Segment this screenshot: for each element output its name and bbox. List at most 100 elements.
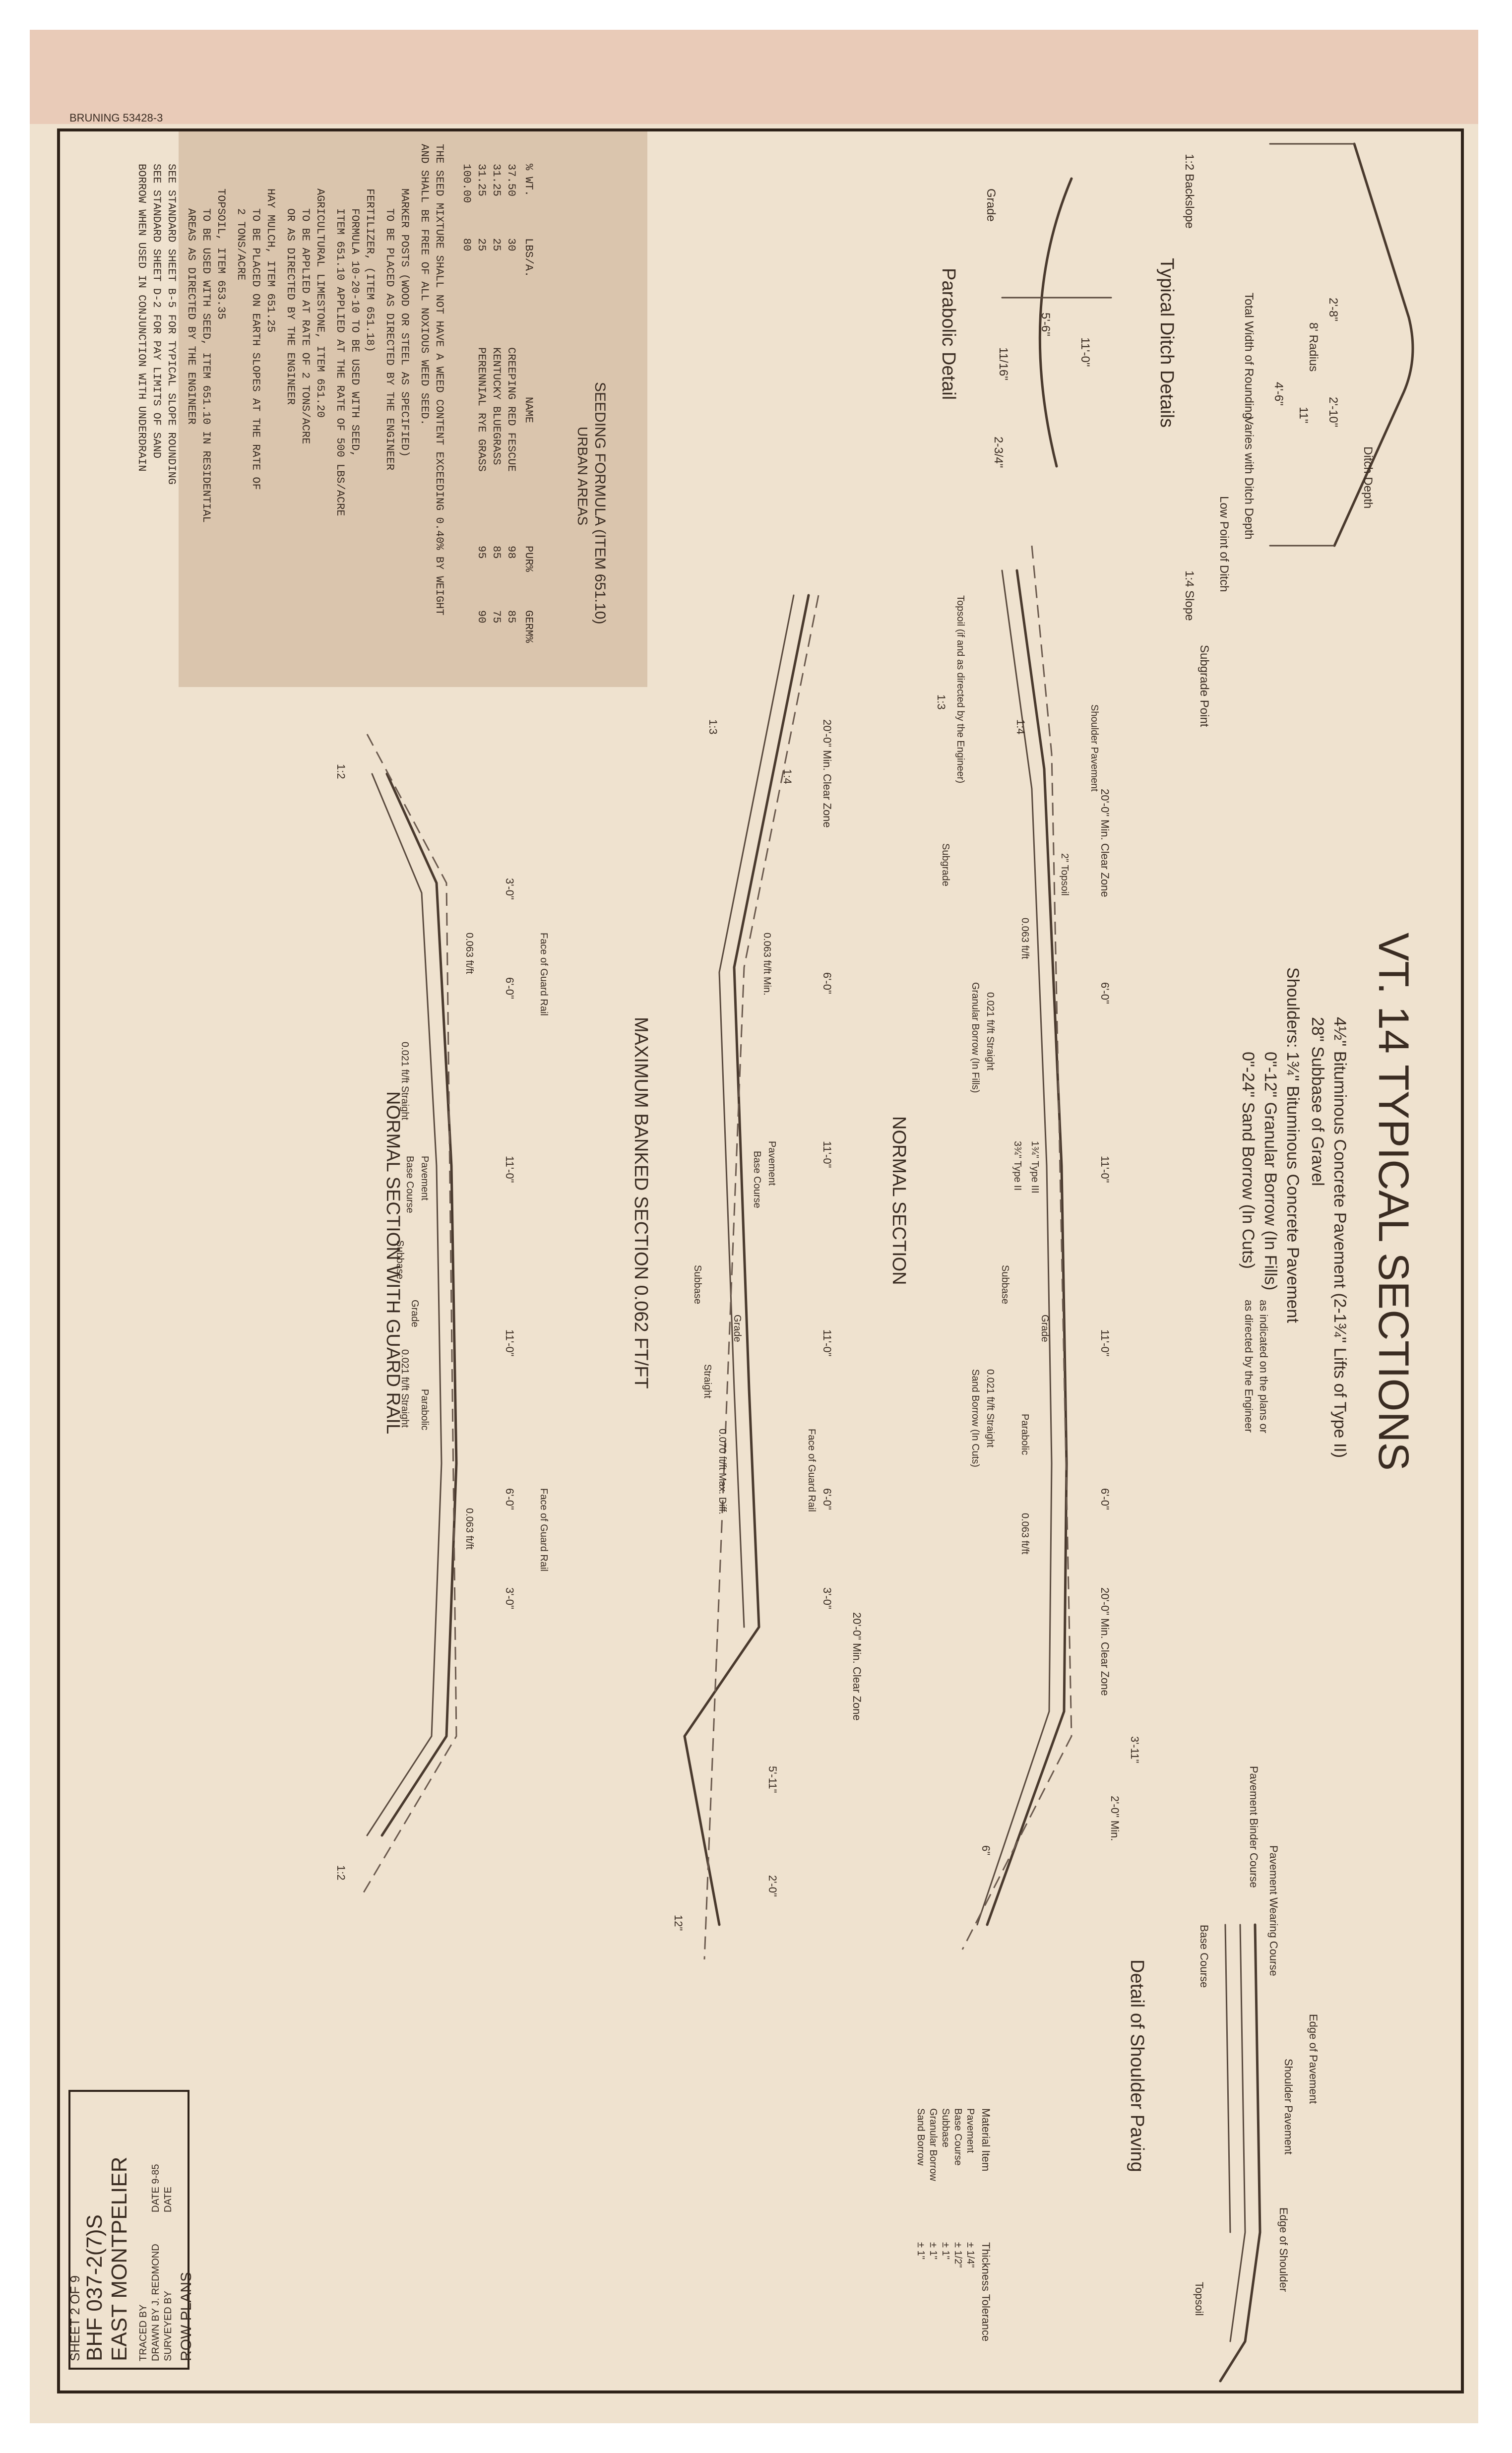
seed-col-2: NAME — [522, 397, 535, 423]
ditch-label-5: 2'-8" — [1326, 298, 1340, 321]
banked-label-16: 1:3 — [707, 719, 719, 735]
normal-label-15: Subbase — [1000, 1265, 1010, 1304]
parabolic-detail: Parabolic Detail — [938, 177, 1112, 468]
seed-note-2: MARKER POSTS (WOOD OR STEEL AS SPECIFIED… — [398, 189, 411, 457]
normal-label-3: 11'-0" — [1099, 1329, 1111, 1356]
banked-label-4: 6'-0" — [821, 1488, 833, 1510]
gr-label-14: Subbase — [394, 1240, 405, 1279]
banked-label-13: Grade — [732, 1315, 743, 1342]
banked-label-12: Subbase — [692, 1265, 703, 1304]
banked-section-title: MAXIMUM BANKED SECTION 0.062 FT/FT — [630, 1017, 651, 1389]
banked-label-7: 0.063 ft/ft Min. — [761, 933, 772, 996]
seed-note-6: ITEM 651.10 APPLIED AT THE RATE OF 500 L… — [334, 208, 346, 516]
gr-label-16: Parabolic — [419, 1389, 430, 1430]
seed-row-3-1: 80 — [460, 238, 473, 251]
sp-label-2: Base Course — [1198, 1925, 1210, 1988]
seed-row-2-0: 31.25 — [475, 164, 488, 196]
normal-label-18: 1¾" Type III — [1029, 1141, 1040, 1194]
seed-row-2-4: 90 — [475, 610, 488, 623]
title-block-surveyed: SURVEYED BY — [163, 2291, 174, 2361]
shoulders-line-1: 1¾" Bituminous Concrete Pavement — [1283, 1052, 1302, 1323]
seed-row-0-4: 85 — [505, 610, 517, 623]
banked-label-6: 20'-0" Min. Clear Zone — [851, 1612, 863, 1721]
seed-row-3-0: 100.00 — [460, 164, 473, 203]
seed-col-3: PUR% — [522, 546, 535, 572]
gr-label-9: 0.021 ft/ft Straight — [399, 1042, 410, 1120]
sp-label-0: Pavement Wearing Course — [1267, 1845, 1280, 1976]
seed-row-0-1: 30 — [505, 238, 517, 251]
seed-row-2-3: 95 — [475, 546, 488, 559]
normal-label-25: 6" — [980, 1845, 992, 1855]
normal-label-1: 6'-0" — [1099, 982, 1111, 1004]
gr-label-18: 1:2 — [335, 1865, 347, 1881]
parabolic-label-2: 5'-6" — [1039, 313, 1052, 336]
sp-label-1: Pavement Binder Course — [1248, 1766, 1260, 1888]
title-block — [68, 2090, 189, 2370]
main-title: VT. 14 TYPICAL SECTIONS — [1370, 933, 1417, 1471]
gr-label-1: 6'-0" — [504, 977, 516, 999]
seed-col-1: LBS/A. — [522, 238, 535, 277]
gr-label-10: 0.021 ft/ft Straight — [399, 1349, 410, 1428]
banked-label-1: 6'-0" — [821, 972, 833, 994]
parabolic-label-3: 11/16" — [997, 347, 1010, 380]
paper-top-edge — [30, 30, 1478, 124]
shoulder-paving-detail: Detail of Shoulder Paving — [1127, 1923, 1261, 2383]
seeding-subtitle: URBAN AREAS — [575, 427, 590, 525]
banked-label-15: 1:4 — [781, 769, 794, 784]
seeding-box — [179, 131, 647, 687]
title-block-traced: TRACED BY — [138, 2305, 149, 2361]
gr-label-13: Base Course — [404, 1156, 415, 1213]
seed-note-1: AND SHALL BE FREE OF ALL NOXIOUS WEED SE… — [418, 144, 431, 426]
ditch-label-7: 1:4 Slope — [1183, 570, 1196, 621]
gr-label-6: Face of Guard Rail — [538, 933, 549, 1016]
ditch-label-4: 4'-6" — [1272, 382, 1285, 406]
gr-label-0: 3'-0" — [504, 878, 516, 900]
sp-tol-3-a: Granular Borrow — [928, 2108, 939, 2181]
seed-row-1-1: 25 — [490, 238, 503, 251]
shoulders-note-2: as directed by the Engineer — [1243, 1300, 1255, 1433]
sp-tol-2-b: ± 1" — [940, 2242, 951, 2260]
normal-label-9: 0.063 ft/ft — [1019, 1513, 1030, 1555]
normal-label-13: 2" Topsoil — [1059, 853, 1070, 896]
normal-label-2: 11'-0" — [1099, 1156, 1111, 1183]
seed-note-9: OR AS DIRECTED BY THE ENGINEER — [284, 208, 297, 405]
ditch-label-11: Subgrade Point — [1197, 645, 1211, 727]
ditch-label-0: Varies with Ditch Depth — [1242, 417, 1256, 540]
shoulders-line-2: 0"-12" Granular Borrow (In Fills) — [1261, 1052, 1280, 1290]
ditch-label-8: 11" — [1297, 407, 1310, 423]
seed-note-8: TO BE APPLIED AT RATE OF 2 TONS/ACRE — [299, 208, 312, 444]
banked-label-19: 12" — [672, 1915, 685, 1931]
gr-label-2: 11'-0" — [504, 1156, 516, 1183]
banked-label-3: 11'-0" — [821, 1329, 833, 1356]
normal-label-16: Grade — [1039, 1315, 1050, 1342]
normal-label-24: 2'-0" Min. — [1109, 1796, 1121, 1841]
normal-label-6: 0.063 ft/ft — [1019, 918, 1030, 959]
seeding-title: SEEDING FORMULA (ITEM 651.10) — [592, 382, 608, 624]
sp-tol-4-a: Sand Borrow — [915, 2108, 926, 2166]
ditch-label-1: Total Width of Rounding — [1242, 293, 1256, 419]
normal-label-14: Subgrade — [940, 843, 951, 886]
sp-label-4: Shoulder Pavement — [1282, 2059, 1295, 2154]
sp-tol-header-1: Thickness Tolerance — [980, 2242, 992, 2341]
banked-label-17: 5'-11" — [766, 1766, 779, 1793]
seed-note-17: SEE STANDARD SHEET D-2 FOR PAY LIMITS OF… — [150, 164, 163, 458]
normal-label-22: Topsoil (if and as directed by the Engin… — [955, 595, 966, 783]
guardrail-section: NORMAL SECTION WITH GUARD RAIL — [361, 734, 458, 1895]
guardrail-section-title: NORMAL SECTION WITH GUARD RAIL — [382, 1091, 403, 1434]
sp-tol-header-0: Material Item — [980, 2108, 992, 2171]
ditch-title: Typical Ditch Details — [1156, 258, 1177, 428]
parabolic-label-1: 11'-0" — [1078, 337, 1092, 367]
gr-label-3: 11'-0" — [504, 1329, 516, 1356]
title-block-date-value: DATE 9-85 — [150, 2164, 161, 2212]
seed-row-1-2: KENTUCKY BLUEGRASS — [490, 347, 503, 465]
gr-label-7: Face of Guard Rail — [538, 1488, 549, 1572]
sp-tol-3-b: ± 1" — [928, 2242, 939, 2260]
seed-note-14: TO BE USED WITH SEED, ITEM 651.10 IN RES… — [200, 208, 212, 523]
seed-note-3: TO BE PLACED AS DIRECTED BY THE ENGINEER — [383, 208, 396, 470]
normal-section-title: NORMAL SECTION — [888, 1116, 909, 1285]
ditch-label-2: 1:2 Backslope — [1183, 154, 1196, 229]
seed-note-0: THE SEED MIXTURE SHALL NOT HAVE A WEED C… — [433, 144, 445, 616]
seed-row-0-2: CREEPING RED FESCUE — [505, 347, 517, 472]
gr-label-5: 3'-0" — [504, 1587, 516, 1609]
seed-row-1-0: 31.25 — [490, 164, 503, 196]
